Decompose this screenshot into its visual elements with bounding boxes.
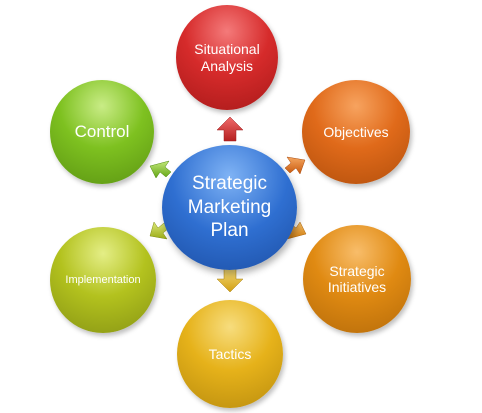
node-control: Control bbox=[50, 80, 154, 184]
node-situational-analysis: Situational Analysis bbox=[176, 5, 278, 110]
node-label-implementation: Implementation bbox=[65, 273, 141, 286]
node-label-initiatives: Strategic Initiatives bbox=[327, 262, 387, 295]
node-tactics: Tactics bbox=[177, 300, 283, 408]
arrow-to-tactics bbox=[216, 268, 244, 293]
node-label-objectives: Objectives bbox=[323, 123, 389, 140]
node-objectives: Objectives bbox=[302, 80, 410, 184]
node-strategic-marketing-plan: Strategic Marketing Plan bbox=[162, 145, 297, 270]
node-strategic-initiatives: Strategic Initiatives bbox=[303, 225, 411, 333]
center-label: Strategic Marketing Plan bbox=[187, 172, 272, 242]
arrow-to-control bbox=[149, 160, 172, 179]
arrow-to-objectives bbox=[284, 156, 306, 175]
arrow-to-situational bbox=[216, 116, 244, 142]
node-label-control: Control bbox=[74, 122, 130, 142]
node-implementation: Implementation bbox=[50, 227, 156, 333]
node-label-situational: Situational Analysis bbox=[194, 41, 260, 74]
node-label-tactics: Tactics bbox=[208, 345, 252, 362]
